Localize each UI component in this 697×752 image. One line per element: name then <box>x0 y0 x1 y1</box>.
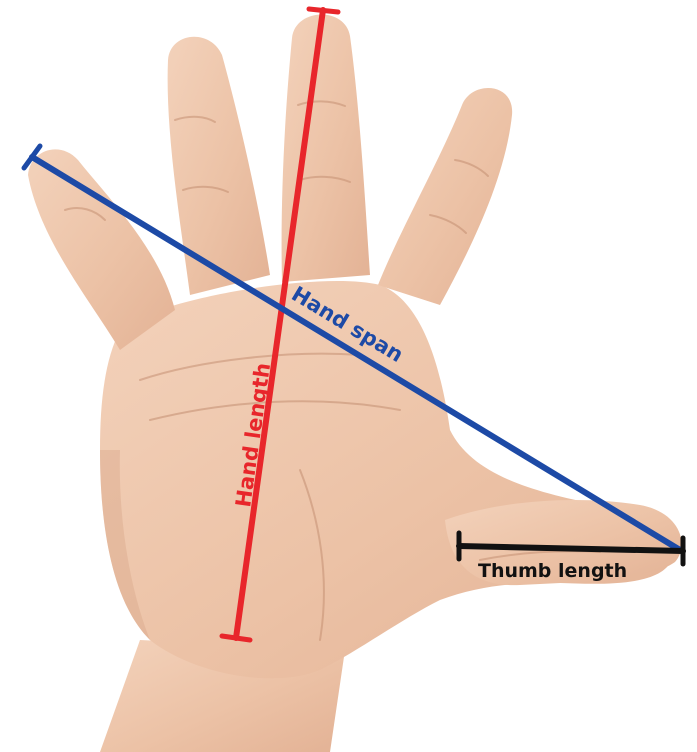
pinky-finger <box>28 149 175 350</box>
middle-finger <box>282 14 370 282</box>
ring-finger <box>168 37 270 295</box>
thumb-length-label: Thumb length <box>478 560 627 582</box>
hand-illustration <box>28 14 682 752</box>
index-finger <box>378 88 512 305</box>
hand-length-top-cap <box>309 9 338 12</box>
